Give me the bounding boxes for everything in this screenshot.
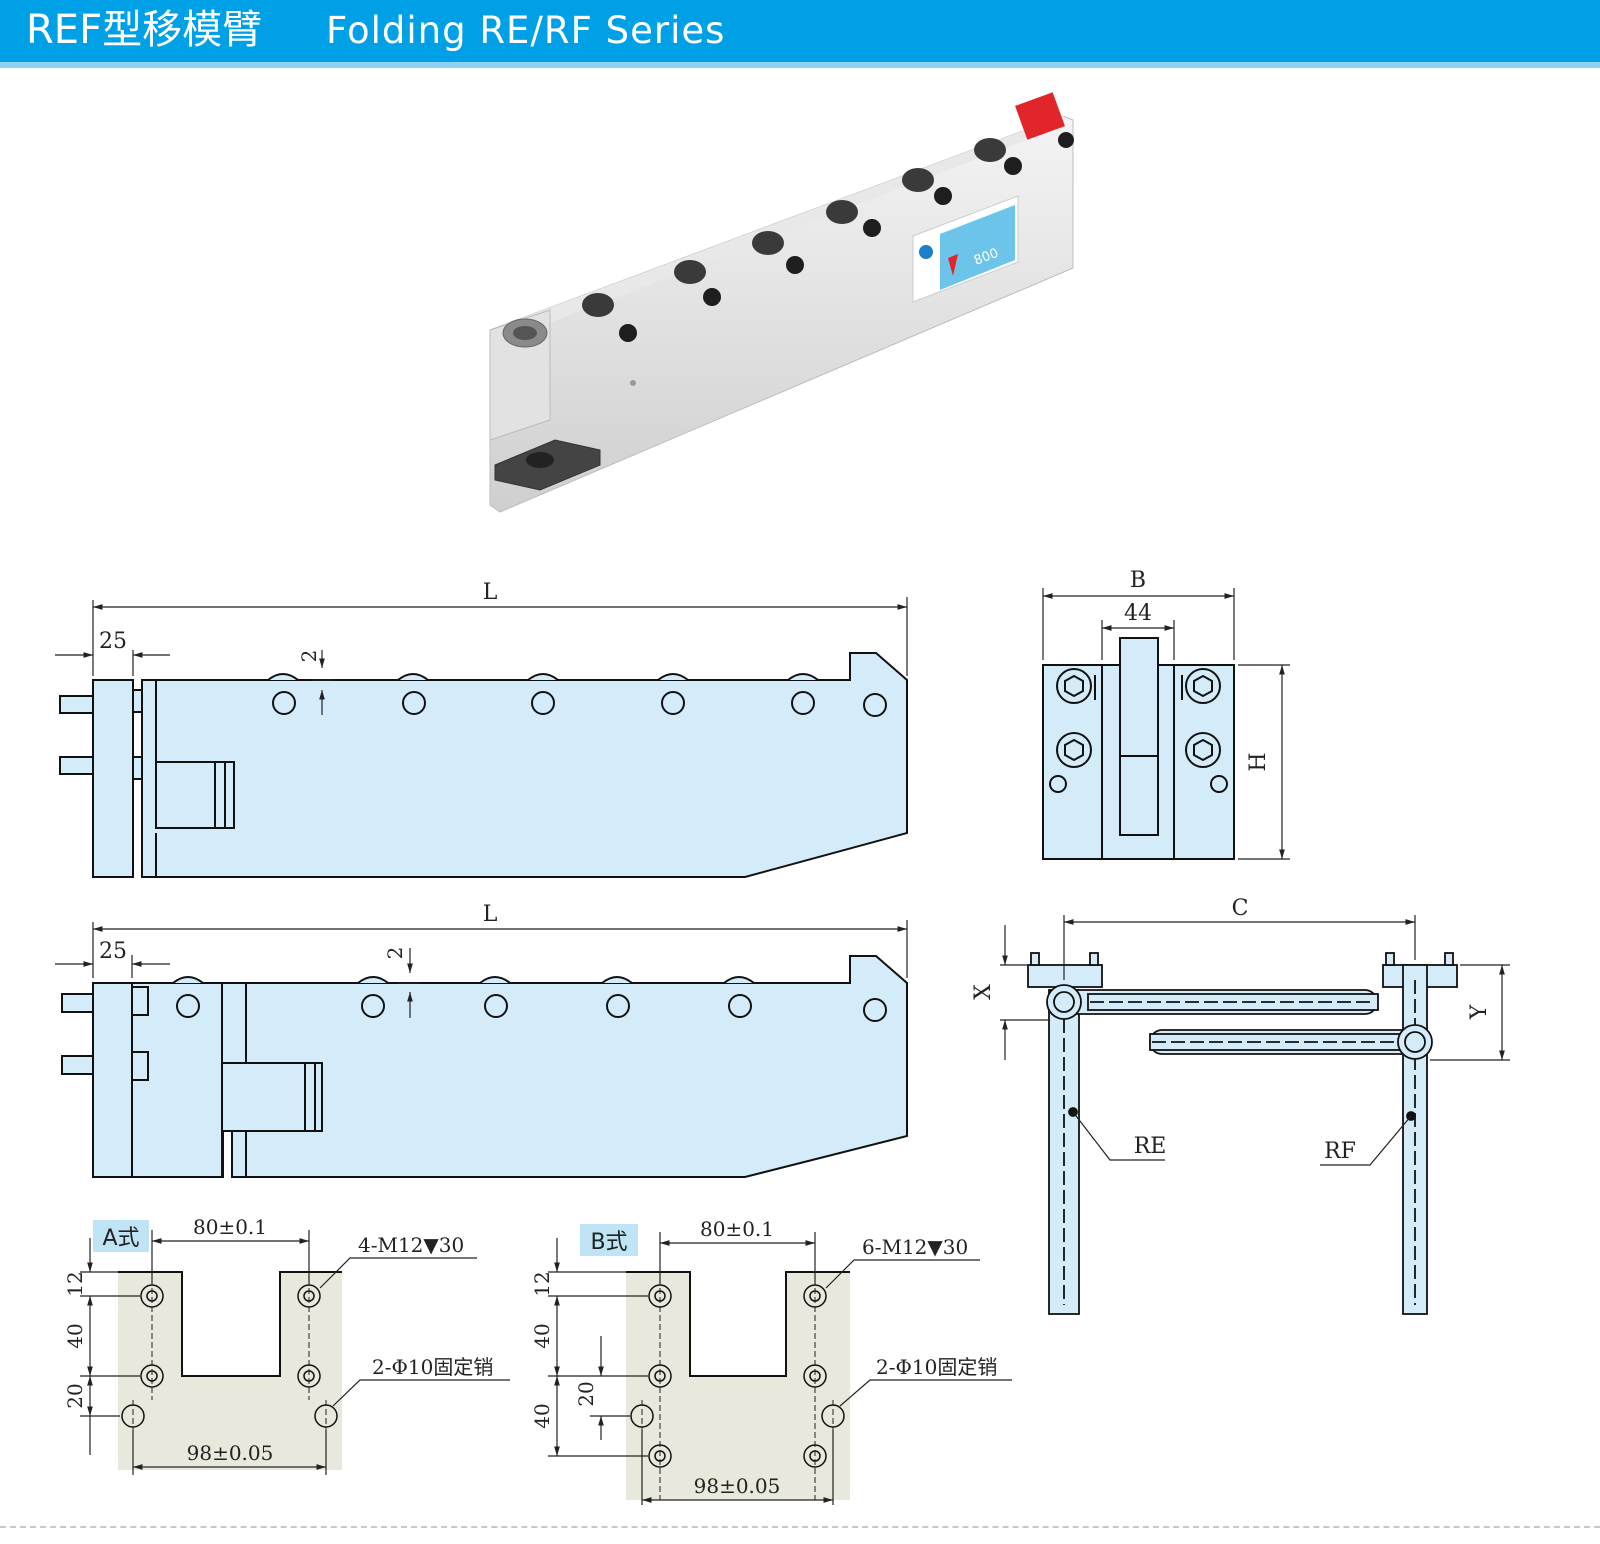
style-b-dim-20: 20 [574, 1381, 598, 1406]
style-a-dims [80, 1230, 510, 1475]
fold-label-rf: RF [1324, 1139, 1356, 1164]
style-b-tag: B式 [590, 1230, 627, 1255]
style-b-dim-40b: 40 [530, 1403, 554, 1428]
end-dim-width: B [1130, 568, 1146, 593]
end-dim-height: H [1246, 752, 1271, 771]
top-dim-step: 2 [297, 650, 321, 663]
end-view-dims [1042, 588, 1290, 860]
bottom-dim-length: L [483, 902, 498, 927]
style-a-dim-top: 80±0.1 [193, 1215, 267, 1239]
end-view [1042, 637, 1235, 860]
side-view-top-dims [55, 597, 908, 715]
style-a-tag: A式 [102, 1226, 139, 1251]
bottom-dim-step: 2 [383, 947, 407, 960]
page-title-cn: REF型移模臂 [26, 7, 263, 53]
hex-bolt-icon [1049, 668, 1228, 793]
style-b-dim-top: 80±0.1 [700, 1217, 774, 1241]
end-dim-inner: 44 [1124, 601, 1152, 626]
style-b-note-thread: 6-M12▼30 [862, 1235, 968, 1259]
style-a-dim-20: 20 [63, 1383, 87, 1408]
bottom-rollers [172, 976, 887, 1022]
folding-view [1027, 952, 1458, 1315]
header-bar [0, 0, 1600, 62]
style-b-plate [580, 1224, 850, 1500]
photo-screws [619, 132, 1074, 342]
top-rollers [267, 673, 887, 717]
folding-view-dims [1000, 915, 1510, 1166]
header-strip [0, 62, 1600, 68]
style-a-dim-40: 40 [63, 1323, 87, 1348]
photo-label: 800 [912, 195, 1019, 303]
footer-divider [0, 1526, 1600, 1528]
style-b-dim-40a: 40 [530, 1323, 554, 1348]
fold-dim-y: Y [1467, 1004, 1492, 1020]
style-b-note-pin: 2-Φ10固定销 [876, 1355, 997, 1379]
style-a-dim-12: 12 [63, 1271, 87, 1296]
style-b-dim-12: 12 [530, 1271, 554, 1296]
top-dim-length: L [483, 580, 498, 605]
product-photo: 800 [489, 92, 1074, 513]
top-dim-offset: 25 [99, 629, 127, 654]
fold-dim-c: C [1232, 896, 1249, 921]
style-a-note-thread: 4-M12▼30 [358, 1233, 464, 1257]
bottom-dim-offset: 25 [99, 939, 127, 964]
style-b-dims [548, 1232, 1012, 1505]
side-view-bottom [61, 955, 908, 1178]
style-a-note-pin: 2-Φ10固定销 [372, 1355, 493, 1379]
page-title-en: Folding RE/RF Series [326, 9, 726, 52]
photo-rollers [582, 138, 1006, 317]
style-a-dim-bottom: 98±0.05 [187, 1441, 274, 1465]
fold-dim-x: X [971, 984, 996, 1000]
side-view-top [59, 652, 908, 878]
side-view-bottom-dims [55, 920, 908, 1018]
fold-label-re: RE [1134, 1134, 1167, 1159]
style-a-plate [93, 1220, 342, 1470]
style-b-dim-bottom: 98±0.05 [694, 1474, 781, 1498]
